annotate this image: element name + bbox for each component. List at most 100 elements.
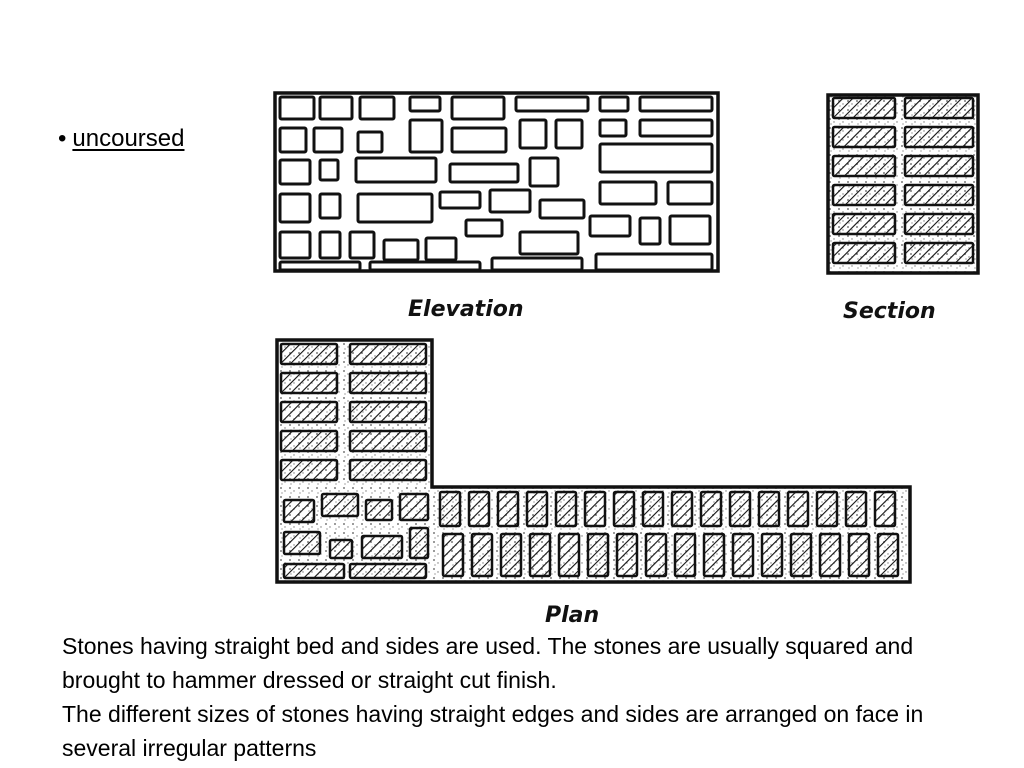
elevation-stone [278,260,362,272]
elevation-stone [318,95,354,121]
section-stone [903,212,975,236]
plan-stone [279,458,339,482]
section-stone [831,183,897,207]
plan-stone [873,490,897,528]
section-stone [831,125,897,149]
elevation-stone [278,230,312,260]
plan-stone [554,490,578,528]
elevation-stone [638,118,714,138]
elevation-stone [312,126,344,154]
elevation-stone [408,95,442,113]
plan-stone [728,490,752,528]
elevation-stone [354,156,438,184]
plan-stone [815,490,839,528]
elevation-stone [278,126,308,154]
plan-stone [348,400,428,424]
section-stone [831,154,897,178]
elevation-stone [318,158,340,182]
plan-stone [408,526,430,560]
plan-stone [702,532,726,578]
plan-stone [348,458,428,482]
elevation-stone [598,142,714,174]
elevation-stone [318,192,342,220]
plan-label: Plan [545,603,599,628]
elevation-stone [368,260,482,272]
plan-stone [528,532,552,578]
elevation-stone [278,158,312,186]
body-text: Stones having straight bed and sides are… [62,629,992,765]
section-stone [831,96,897,120]
paragraph-1: Stones having straight bed and sides are… [62,633,914,693]
section-stone [903,183,975,207]
plan-stone [470,532,494,578]
plan-stone [818,532,842,578]
elevation-stone [490,256,584,272]
bullet-text: uncoursed [72,125,185,152]
elevation-stone [488,188,532,214]
elevation-stone [318,230,342,260]
plan-stone [279,371,339,395]
plan-stone [467,490,491,528]
section-stone [903,154,975,178]
section-stone [903,96,975,120]
elevation-stone [518,230,580,256]
plan-stone [760,532,784,578]
plan-stone [586,532,610,578]
plan-stone [615,532,639,578]
section-stone [903,125,975,149]
elevation-label: Elevation [408,297,524,322]
masonry-figure: Elevation Section Plan [273,91,980,628]
section-label: Section [843,299,936,324]
elevation-stone [356,192,434,224]
elevation-drawing [273,91,720,273]
elevation-stone [588,214,632,238]
elevation-stone [518,118,548,150]
elevation-stone [278,192,312,224]
plan-stone [583,490,607,528]
section-stone [831,212,897,236]
elevation-stone [450,126,508,154]
elevation-stone [438,190,482,210]
elevation-stone [638,95,714,113]
plan-stone [557,532,581,578]
plan-stone [876,532,900,578]
plan-stone [699,490,723,528]
plan-stone [348,342,428,366]
plan-stone [282,562,346,580]
elevation-stone [598,95,630,113]
plan-stone [438,490,462,528]
plan-stone [348,371,428,395]
elevation-stone [514,95,590,113]
plan-stone [279,429,339,453]
plan-stone [644,532,668,578]
elevation-stone [278,95,316,121]
elevation-stone [638,216,662,246]
plan-stone [348,429,428,453]
elevation-stone [348,230,376,260]
plan-stone [612,490,636,528]
plan-stone [789,532,813,578]
bullet-marker: • [58,125,67,152]
plan-stone [670,490,694,528]
plan-stone [499,532,523,578]
elevation-stone [598,180,658,206]
elevation-stone [424,236,458,262]
plan-stone [279,400,339,424]
plan-stone [282,530,322,556]
plan-stone [320,492,360,518]
plan-stone [364,498,394,522]
plan-stone [731,532,755,578]
bullet-item: •uncoursed [58,124,184,154]
elevation-stone [554,118,584,150]
paragraph-2: The different sizes of stones having str… [62,701,924,761]
elevation-stone [528,156,560,188]
plan-stone [525,490,549,528]
plan-stone [328,538,354,560]
plan-stone [441,532,465,578]
plan-stone [844,490,868,528]
elevation-stone [358,95,396,121]
elevation-stone [666,180,714,206]
section-stone [903,241,975,265]
plan-stone [847,532,871,578]
elevation-stone [538,198,586,220]
